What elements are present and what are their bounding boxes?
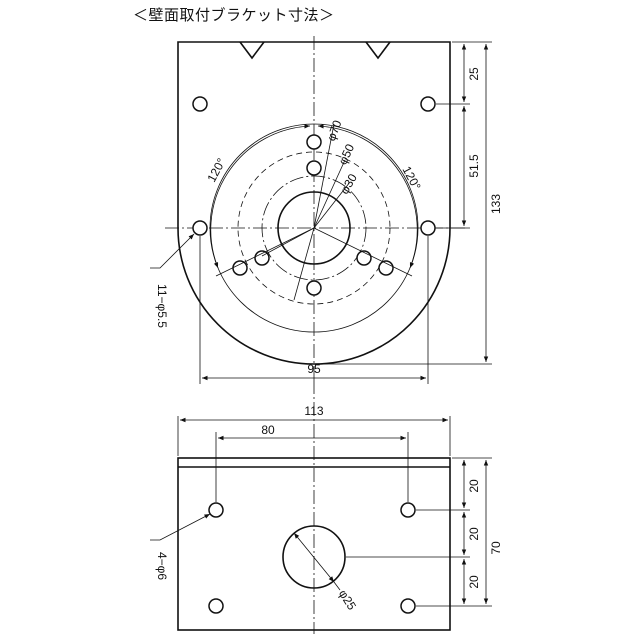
dim-holes-4: 4−φ6 (155, 552, 169, 580)
front-view: 113 80 20 20 20 70 4−φ6 φ25 (150, 380, 503, 634)
dim-phi30: φ30 (337, 171, 360, 197)
dim-95: 95 (307, 362, 321, 376)
angle-arc-right (317, 124, 418, 269)
hole (306, 134, 322, 150)
dim-holes-11: 11−φ5.5 (155, 284, 169, 328)
dim-phi50: φ50 (336, 141, 358, 166)
hole (420, 220, 436, 236)
hole (420, 96, 436, 112)
bracket-outline (177, 41, 451, 365)
dim-70: 70 (489, 541, 503, 555)
dim-113: 113 (304, 404, 323, 418)
dim-20b: 20 (467, 527, 481, 541)
holes-leader-front (150, 513, 211, 541)
center-bore-front (282, 525, 346, 589)
radial-line (313, 227, 413, 277)
dim-phi25: φ25 (336, 587, 359, 613)
hole (306, 160, 322, 176)
mounting-hole (400, 598, 416, 614)
dim-phi70: φ70 (324, 118, 344, 143)
hole (192, 220, 208, 236)
dim-20a: 20 (467, 479, 481, 493)
hole (192, 96, 208, 112)
mounting-hole (208, 598, 224, 614)
dim-angle-left: 120° (204, 156, 228, 185)
hole (356, 250, 372, 266)
dim-20c: 20 (467, 575, 481, 589)
phi70-pcd-circle (209, 123, 419, 333)
bore-leader (333, 581, 341, 591)
drawing-title: ＜壁面取付ブラケット寸法＞ (133, 6, 335, 24)
top-view: 25 51.5 133 95 φ70 φ50 φ30 120° 120° 11−… (150, 36, 503, 384)
holes-leader (150, 233, 195, 269)
bore-diameter-line (293, 532, 335, 583)
mounting-hole (208, 502, 224, 518)
mounting-hole (400, 502, 416, 518)
top-notch-left (239, 41, 265, 60)
dim-133: 133 (489, 194, 503, 214)
radial-line (215, 227, 315, 277)
top-notch-right (365, 41, 391, 60)
hole (232, 260, 248, 276)
hole (306, 280, 322, 296)
dim-25: 25 (467, 67, 481, 81)
dim-51-5: 51.5 (467, 154, 481, 178)
dim-80: 80 (261, 423, 275, 437)
angle-arc-left (210, 124, 311, 269)
